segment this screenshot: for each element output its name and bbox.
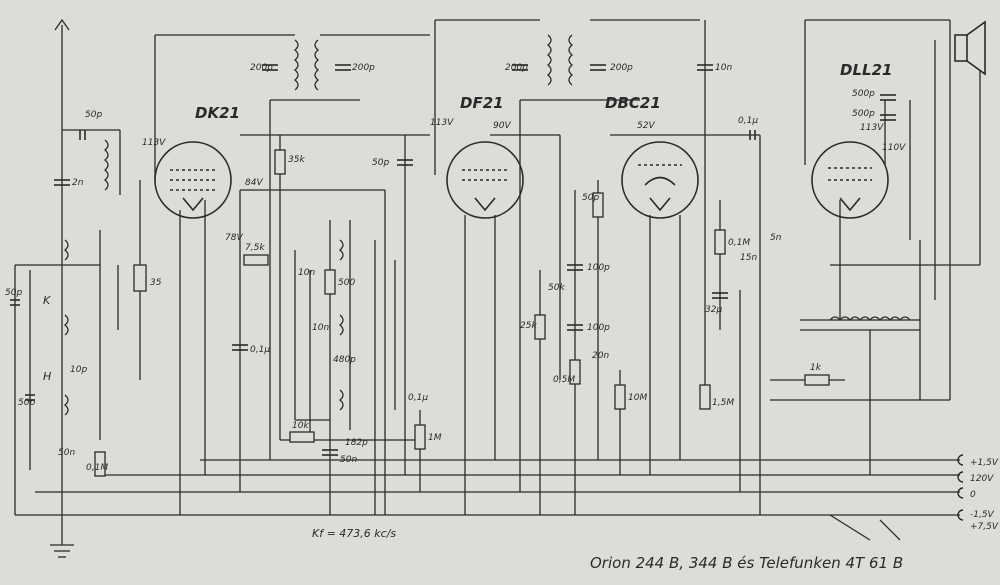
label-v-52: 52V <box>637 121 655 131</box>
tube-dk21-symbol <box>154 141 232 219</box>
label-c-100p: 100p <box>587 263 610 273</box>
label-c-20n: 20n <box>592 351 609 361</box>
label-c-100p-2: 100p <box>587 323 610 333</box>
label-r-1k: 1k <box>810 363 822 373</box>
label-h: H <box>43 370 51 383</box>
component-labels: 50p 2n 50p 50p 50n 0,1M K H 10p 35 200p … <box>5 63 906 473</box>
coils <box>63 34 911 416</box>
label-r-15m: 1,5M <box>712 398 734 408</box>
label-c-50p-ant: 50p <box>85 110 102 120</box>
terminal-label-120v: 120V <box>970 474 994 484</box>
label-r-1m: 1M <box>428 433 442 443</box>
label-c-50p-left: 50p <box>5 288 22 298</box>
label-c-50n-bot: 50n <box>58 448 75 458</box>
label-c-200p-4: 200p <box>610 63 633 73</box>
label-c-01u-2: 0,1µ <box>408 393 428 403</box>
label-c-182: 182p <box>345 438 368 448</box>
label-c-10n-2: 10n <box>312 323 329 333</box>
label-v-113-3: 113V <box>860 123 884 133</box>
tube-label-dk21: DK21 <box>195 104 240 122</box>
label-r-25k: 25k <box>520 321 537 331</box>
label-v-110: 110V <box>882 143 906 153</box>
terminal-labels: +1,5V 120V 0 -1,5V +7,5V <box>970 458 999 532</box>
label-c-50p-left2: 50p <box>18 398 35 408</box>
label-c-200p-1: 200p <box>250 63 273 73</box>
label-r-01m-bot: 0,1M <box>86 463 108 473</box>
terminal-label-plus75: +7,5V <box>970 522 999 532</box>
label-v-113-1: 113V <box>142 138 166 148</box>
label-r-35: 35 <box>150 278 162 288</box>
label-c-200p-3: 200p <box>505 63 528 73</box>
terminal-label-0: 0 <box>970 490 976 500</box>
label-c-500p-b: 500p <box>852 109 875 119</box>
terminal-label-plus15: +1,5V <box>970 458 999 468</box>
label-c-10n-1: 10n <box>298 268 315 278</box>
label-v-84: 84V <box>245 178 263 188</box>
terminal-label-minus15: -1,5V <box>970 510 995 520</box>
label-r-35k: 35k <box>288 155 305 165</box>
label-k: K <box>43 294 51 307</box>
label-c-10n-3: 10n <box>715 63 732 73</box>
label-r-15n: 15n <box>740 253 757 263</box>
speaker-icon <box>954 20 986 76</box>
label-v-90: 90V <box>493 121 511 131</box>
label-v-113-2: 113V <box>430 118 454 128</box>
label-c-50k: 50k <box>548 283 565 293</box>
label-c-50n-2: 50n <box>340 455 357 465</box>
tube-df21-symbol <box>446 141 524 219</box>
label-r-05m: 0,5M <box>553 375 575 385</box>
label-c-50p-mid: 50p <box>372 158 389 168</box>
label-c-01u-1: 0,1µ <box>250 345 270 355</box>
tube-dll21-symbol <box>811 141 889 219</box>
tube-symbols <box>154 141 889 219</box>
label-r-01m-2: 0,1M <box>728 238 750 248</box>
label-c-50p-d: 50p <box>582 193 599 203</box>
label-r-10k: 10k <box>292 421 309 431</box>
label-c-2n: 2n <box>72 178 84 188</box>
wiring <box>14 18 981 558</box>
label-c-480: 480p <box>333 355 356 365</box>
label-r-75k: 7,5k <box>245 243 265 253</box>
label-v-78: 78V <box>225 233 243 243</box>
label-c-500p-a: 500p <box>852 89 875 99</box>
capacitors <box>10 64 896 456</box>
label-c-32u: 32µ <box>705 305 722 315</box>
label-c-01u-3: 0,1µ <box>738 116 758 126</box>
label-c-500: 500 <box>338 278 355 288</box>
label-r-10m: 10M <box>628 393 647 403</box>
schematic-caption: Orion 244 B, 344 B és Telefunken 4T 61 B <box>590 554 903 572</box>
tube-dbc21-symbol <box>621 141 699 219</box>
label-c-5n: 5n <box>770 233 782 243</box>
resistors <box>94 149 830 477</box>
tube-label-df21: DF21 <box>460 94 504 112</box>
label-c-10p: 10p <box>70 365 87 375</box>
tube-label-dll21: DLL21 <box>840 61 892 79</box>
if-frequency-note: Kf = 473,6 kc/s <box>312 527 396 540</box>
terminals <box>957 454 964 521</box>
label-c-200p-2: 200p <box>352 63 375 73</box>
tube-label-dbc21: DBC21 <box>605 94 661 112</box>
